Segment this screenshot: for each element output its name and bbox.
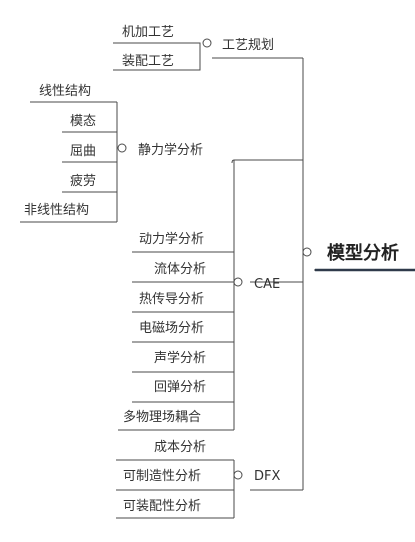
leaf-topic[interactable]: 非线性结构 [24, 203, 89, 218]
leaf-topic[interactable]: 成本分析 [154, 440, 206, 455]
leaf-topic[interactable]: 线性结构 [39, 84, 91, 99]
leaf-topic[interactable]: 疲劳 [70, 173, 96, 189]
dfx-collapse-toggle[interactable] [233, 470, 243, 480]
cae-connectors [118, 251, 235, 431]
leaf-topic[interactable]: 可装配性分析 [123, 499, 201, 514]
branch-topic-process[interactable]: 工艺规划 [222, 38, 274, 53]
root-connectors [212, 57, 415, 491]
leaf-topic[interactable]: 回弹分析 [154, 380, 206, 395]
leaf-topic[interactable]: 动力学分析 [139, 231, 204, 247]
branch-topic-static[interactable]: 静力学分析 [138, 142, 203, 158]
leaf-topic[interactable]: 屈曲 [70, 144, 96, 159]
static-connectors [20, 101, 235, 282]
leaf-topic[interactable]: 机加工艺 [122, 25, 174, 40]
root-topic[interactable]: 模型分析 [327, 242, 399, 264]
leaf-topic[interactable]: 流体分析 [154, 262, 206, 277]
leaf-topic[interactable]: 装配工艺 [122, 54, 174, 69]
leaf-topic[interactable]: 电磁场分析 [139, 321, 204, 336]
leaf-topic[interactable]: 声学分析 [154, 350, 206, 366]
leaf-topic[interactable]: 热传导分析 [139, 292, 204, 307]
process-collapse-toggle[interactable] [202, 38, 212, 48]
leaf-topic[interactable]: 可制造性分析 [123, 469, 201, 484]
leaf-topic[interactable]: 多物理场耦合 [123, 409, 201, 425]
root-collapse-toggle[interactable] [302, 247, 312, 257]
leaf-topic[interactable]: 模态 [70, 114, 96, 129]
dfx-connectors [116, 459, 235, 519]
branch-topic-dfx[interactable]: DFX [254, 469, 280, 484]
process-connectors [113, 42, 201, 71]
static-collapse-toggle[interactable] [117, 143, 127, 153]
cae-collapse-toggle[interactable] [233, 277, 243, 287]
branch-topic-cae[interactable]: CAE [254, 277, 280, 292]
